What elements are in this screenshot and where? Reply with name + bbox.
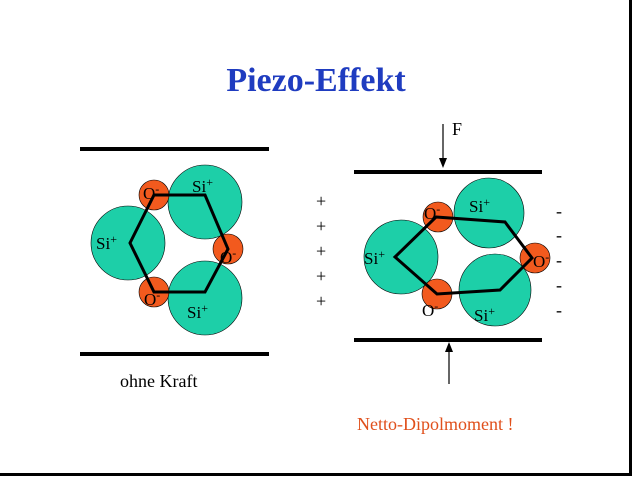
arrow-up-icon bbox=[445, 342, 453, 352]
left-hexagon bbox=[128, 193, 230, 294]
plus-sign: + bbox=[316, 266, 326, 286]
right-label-si-bottom: Si+ bbox=[474, 304, 495, 325]
plus-sign: + bbox=[316, 291, 326, 311]
left-label-o-right: O- bbox=[220, 246, 236, 267]
right-label-o-bottom: O- bbox=[422, 299, 438, 320]
minus-sign: - bbox=[556, 201, 562, 221]
right-si-left bbox=[363, 219, 439, 295]
left-label-o-top: O- bbox=[143, 182, 159, 203]
right-label-o-right: O- bbox=[533, 250, 549, 271]
netto-dipole-label: Netto-Dipolmoment ! bbox=[357, 414, 514, 434]
left-label-si-top: Si+ bbox=[192, 175, 213, 196]
left-crystal: Si+ Si+ Si+ O- O- O- bbox=[80, 147, 269, 356]
left-si-bottom bbox=[167, 260, 243, 336]
minus-sign: - bbox=[556, 250, 562, 270]
plus-sign: + bbox=[316, 216, 326, 236]
minus-sign: - bbox=[556, 225, 562, 245]
right-label-si-left: Si+ bbox=[364, 247, 385, 268]
left-si-top bbox=[167, 164, 243, 240]
right-crystal: F Si+ Si+ Si+ O- O- O- bbox=[354, 119, 551, 384]
minus-sign: - bbox=[556, 300, 562, 320]
slide-title: Piezo-Effekt bbox=[226, 62, 406, 99]
arrow-down-icon bbox=[439, 158, 447, 168]
right-si-top bbox=[453, 177, 525, 249]
plus-sign: + bbox=[316, 191, 326, 211]
left-label-si-left: Si+ bbox=[96, 232, 117, 253]
left-label-o-bottom: O- bbox=[144, 288, 160, 309]
left-label-si-bottom: Si+ bbox=[187, 301, 208, 322]
left-si-left bbox=[90, 205, 166, 281]
plus-signs: + + + + + bbox=[316, 191, 326, 311]
right-hexagon bbox=[392, 215, 534, 296]
minus-signs: - - - - - bbox=[556, 201, 562, 320]
left-caption: ohne Kraft bbox=[120, 371, 198, 391]
right-label-si-top: Si+ bbox=[469, 195, 490, 216]
right-label-o-top: O- bbox=[424, 202, 440, 223]
minus-sign: - bbox=[556, 275, 562, 295]
plus-sign: + bbox=[316, 241, 326, 261]
force-label: F bbox=[452, 119, 462, 139]
